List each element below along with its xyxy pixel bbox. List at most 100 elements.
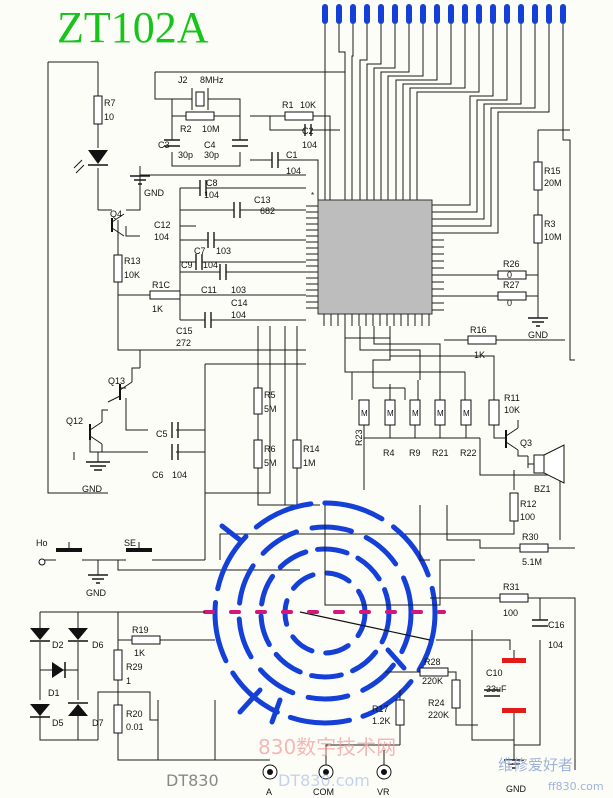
svg-text:1K: 1K (134, 648, 145, 658)
svg-text:682: 682 (260, 206, 275, 216)
svg-text:GND: GND (528, 330, 549, 340)
svg-text:220K: 220K (428, 710, 449, 720)
c1-capacitor: C1 104 (271, 150, 301, 176)
r20-resistor: R20 0.01 (113, 704, 144, 734)
svg-text:1M: 1M (303, 458, 316, 468)
svg-text:GND: GND (86, 588, 107, 598)
svg-text:0.01: 0.01 (126, 722, 144, 732)
r16-resistor: R16 1K (467, 325, 497, 360)
svg-text:C9: C9 (181, 260, 193, 270)
schematic-title: ZT102A (57, 3, 209, 52)
r12-resistor: R12 100 (219, 492, 537, 560)
gnd-symbol-1: GND (130, 175, 165, 198)
r7-resistor: R7 10 (93, 95, 116, 125)
ho-switch[interactable]: Ho (36, 538, 82, 566)
c5-capacitor: C5 (156, 422, 179, 439)
svg-text:*: * (311, 191, 314, 200)
svg-text:C8: C8 (206, 178, 218, 188)
c11-capacitor: C11 103 (201, 264, 246, 295)
r1c-label: R1C (152, 280, 171, 290)
c6-capacitor: C6 104 (152, 444, 187, 480)
connector-bus-wires (324, 24, 575, 361)
r2-resistor: R2 10M (180, 111, 220, 134)
terminal-a[interactable]: A (262, 764, 278, 797)
c8-capacitor: C8 104 (199, 178, 219, 200)
c15-capacitor: C15 272 (176, 326, 193, 348)
svg-text:830数字技术网: 830数字技术网 (258, 735, 396, 759)
c12-capacitor: C12 104 (154, 220, 171, 242)
gnd-symbol-3: GND (82, 461, 110, 494)
svg-text:R22: R22 (460, 448, 477, 458)
svg-text:C4: C4 (204, 140, 216, 150)
r13-resistor: R13 10K (113, 254, 141, 283)
svg-text:103: 103 (231, 285, 246, 295)
diode-d5: D5 (30, 704, 64, 728)
left-side-wiring (47, 61, 306, 560)
r5-resistor: R5 5M (253, 387, 277, 415)
svg-text:R5: R5 (264, 390, 276, 400)
r7-value: 10 (104, 112, 114, 122)
r30-resistor: R30 5.1M (519, 532, 549, 567)
svg-text:30p: 30p (178, 150, 193, 160)
svg-text:R16: R16 (470, 325, 487, 335)
svg-text:104: 104 (302, 140, 317, 150)
svg-text:Q3: Q3 (520, 438, 532, 448)
svg-text:104: 104 (286, 166, 301, 176)
svg-text:GND: GND (506, 784, 527, 794)
r1c-resistor: R1C 1K (149, 280, 181, 314)
r1c-value: 1K (152, 304, 163, 314)
c7-capacitor: C7 103 (194, 232, 231, 256)
svg-text:ff830.com: ff830.com (548, 780, 604, 793)
main-ic-chip: * (306, 191, 444, 326)
buzzer-bz1: BZ1 (513, 444, 565, 494)
svg-text:GND: GND (144, 188, 165, 198)
svg-text:R3: R3 (544, 219, 556, 229)
svg-text:C16: C16 (548, 620, 565, 630)
gnd-symbol-2: GND (528, 317, 549, 340)
svg-text:R30: R30 (522, 532, 539, 542)
terminal-wiring (325, 744, 400, 765)
svg-text:5M: 5M (264, 404, 277, 414)
ladder-resistors: M M M M M R23 R4 R9 R21 R22 (354, 399, 500, 458)
q3-transistor: Q3 (505, 420, 532, 457)
right-divider-wiring (444, 129, 570, 341)
switch-wiring (40, 559, 300, 575)
svg-text:A: A (266, 787, 272, 797)
svg-text:VR: VR (377, 787, 390, 797)
crystal-j2: J2 8MHz (178, 75, 224, 110)
r3-resistor: R3 10M (533, 214, 562, 244)
svg-text:C3: C3 (158, 140, 170, 150)
diode-bridge-wiring (39, 611, 270, 761)
svg-text:220K: 220K (422, 676, 443, 686)
svg-text:C11: C11 (201, 285, 217, 295)
range-ladder-wiring (344, 326, 561, 540)
svg-text:R14: R14 (303, 444, 320, 454)
svg-text:R2: R2 (180, 124, 192, 134)
diode-d2: D2 (30, 628, 64, 650)
svg-text:104: 104 (154, 232, 169, 242)
se-switch[interactable]: SE (124, 538, 152, 552)
r29-resistor: R29 1 (113, 649, 143, 686)
svg-text:R31: R31 (503, 582, 520, 592)
svg-text:R15: R15 (544, 166, 561, 176)
svg-text:R21: R21 (432, 448, 449, 458)
q13-transistor: Q13 (107, 367, 140, 403)
svg-text:1K: 1K (474, 350, 485, 360)
svg-text:C15: C15 (176, 326, 193, 336)
svg-text:C13: C13 (254, 195, 271, 205)
r6-resistor: R6 5M (253, 439, 277, 469)
c10-capacitor: C10 33uF (484, 650, 526, 745)
svg-text:M: M (361, 409, 368, 418)
svg-text:104: 104 (231, 310, 246, 320)
c3-capacitor: C3 30p (158, 139, 193, 160)
r15-resistor: R15 20M (533, 161, 562, 191)
svg-text:100: 100 (520, 512, 535, 522)
terminal-vr[interactable]: VR (376, 764, 392, 797)
svg-text:10K: 10K (300, 100, 316, 110)
q4-label: Q4 (110, 209, 122, 219)
c14-capacitor: C14 104 (204, 298, 248, 328)
svg-text:33uF: 33uF (486, 684, 507, 694)
svg-text:R4: R4 (383, 448, 395, 458)
svg-text:M: M (387, 409, 394, 418)
